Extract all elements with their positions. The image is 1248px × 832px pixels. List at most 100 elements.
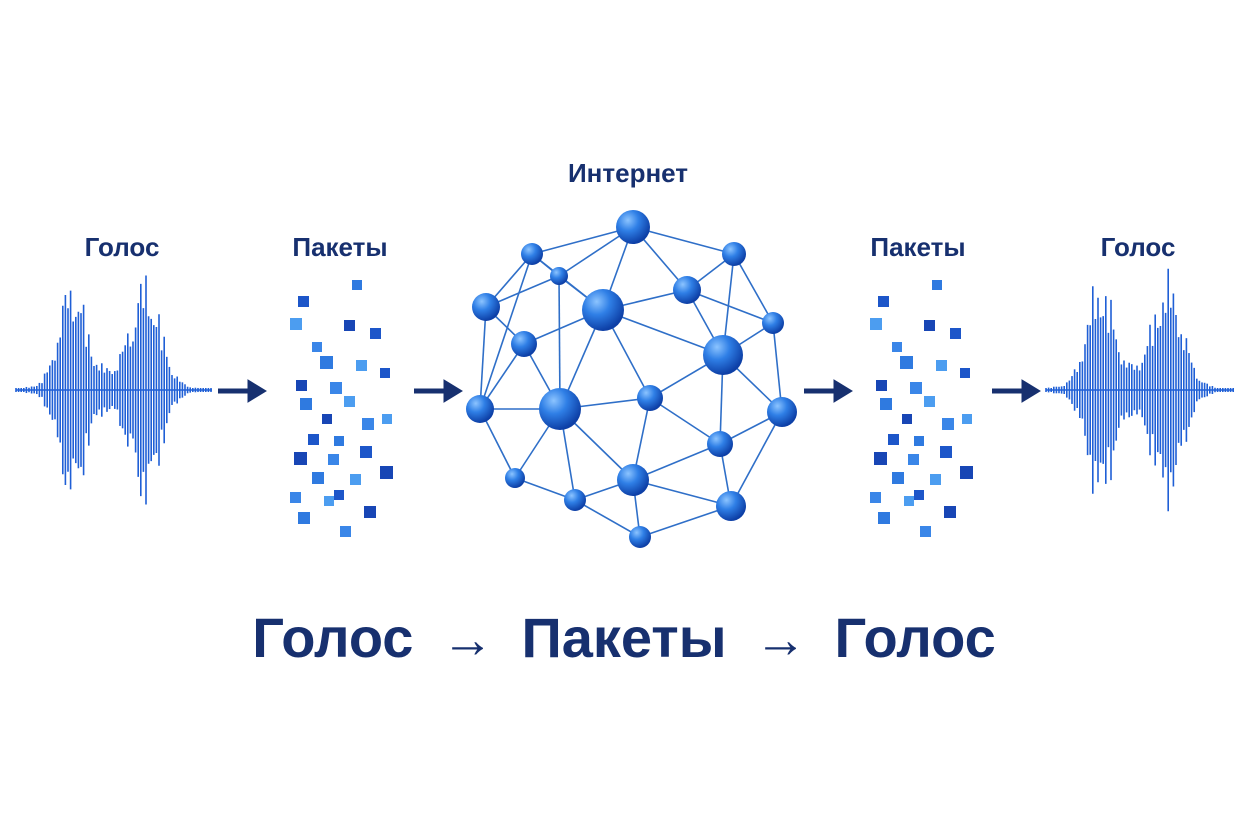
caption-packets: Пакеты	[521, 606, 727, 669]
packet-square	[962, 414, 972, 424]
label-internet: Интернет	[567, 158, 689, 188]
network-link	[730, 411, 783, 507]
internet-network-sphere	[466, 210, 797, 548]
network-nodes	[466, 210, 797, 548]
network-node	[617, 464, 649, 496]
network-node	[673, 276, 701, 304]
packet-square	[874, 452, 887, 465]
packet-square	[942, 418, 954, 430]
arrow-icon	[218, 379, 267, 403]
packet-square	[334, 436, 344, 446]
network-node	[703, 335, 743, 375]
packet-square	[960, 368, 970, 378]
packets-left	[290, 280, 393, 537]
network-node	[767, 397, 797, 427]
label-voice-left: Голос	[84, 232, 160, 262]
arrow-icon: →	[754, 611, 807, 669]
network-link	[479, 306, 487, 410]
network-link	[531, 226, 634, 255]
network-link	[639, 505, 732, 538]
caption-voice-start: Голос	[252, 606, 414, 669]
packet-square	[888, 434, 899, 445]
network-node	[629, 526, 651, 548]
packet-square	[950, 328, 961, 339]
packet-square	[300, 398, 312, 410]
packet-square	[296, 380, 307, 391]
packet-square	[880, 398, 892, 410]
network-link	[558, 275, 561, 410]
label-voice-right: Голос	[1100, 232, 1176, 262]
network-link	[733, 253, 774, 324]
sound-wave-right	[1045, 268, 1234, 512]
network-node	[637, 385, 663, 411]
network-link	[602, 309, 724, 356]
packet-square	[350, 474, 361, 485]
packet-square	[324, 496, 334, 506]
packet-square	[334, 490, 344, 500]
packet-square	[290, 318, 302, 330]
packet-square	[914, 490, 924, 500]
network-node	[472, 293, 500, 321]
packet-square	[308, 434, 319, 445]
packet-square	[294, 452, 307, 465]
network-node	[521, 243, 543, 265]
packet-square	[298, 296, 309, 307]
packet-square	[878, 512, 890, 524]
caption-voice-end: Голос	[834, 606, 996, 669]
packet-square	[340, 526, 351, 537]
network-link	[632, 226, 735, 255]
packet-square	[904, 496, 914, 506]
network-node	[716, 491, 746, 521]
packet-square	[900, 356, 913, 369]
packet-square	[322, 414, 332, 424]
network-node	[762, 312, 784, 334]
packet-square	[380, 368, 390, 378]
network-node	[466, 395, 494, 423]
label-packets-left: Пакеты	[292, 232, 388, 262]
packet-square	[356, 360, 367, 371]
network-node	[722, 242, 746, 266]
network-node	[564, 489, 586, 511]
packet-square	[940, 446, 952, 458]
network-node	[707, 431, 733, 457]
network-node	[616, 210, 650, 244]
packet-square	[380, 466, 393, 479]
packet-square	[320, 356, 333, 369]
network-node	[511, 331, 537, 357]
packets-right	[870, 280, 973, 537]
packet-square	[924, 396, 935, 407]
packet-square	[944, 506, 956, 518]
packet-square	[930, 474, 941, 485]
packet-square	[344, 396, 355, 407]
packet-square	[924, 320, 935, 331]
packet-square	[870, 318, 882, 330]
network-link	[479, 253, 533, 410]
network-link	[649, 397, 721, 445]
packet-square	[298, 512, 310, 524]
packet-square	[902, 414, 912, 424]
packet-square	[344, 320, 355, 331]
packet-square	[362, 418, 374, 430]
arrow-icon: →	[441, 611, 494, 669]
packet-square	[352, 280, 362, 290]
network-link	[686, 289, 774, 324]
packet-square	[364, 506, 376, 518]
packet-square	[290, 492, 301, 503]
network-node	[582, 289, 624, 331]
network-link	[632, 479, 732, 507]
packet-square	[330, 382, 342, 394]
packet-square	[876, 380, 887, 391]
packet-square	[312, 342, 322, 352]
packet-square	[932, 280, 942, 290]
arrow-icon	[804, 379, 853, 403]
arrow-icon	[992, 379, 1041, 403]
packet-square	[312, 472, 324, 484]
packet-square	[382, 414, 392, 424]
label-packets-right: Пакеты	[870, 232, 966, 262]
network-node	[505, 468, 525, 488]
packet-square	[960, 466, 973, 479]
packet-square	[914, 436, 924, 446]
caption: Голос → Пакеты → Голос	[0, 605, 1248, 670]
network-node	[550, 267, 568, 285]
